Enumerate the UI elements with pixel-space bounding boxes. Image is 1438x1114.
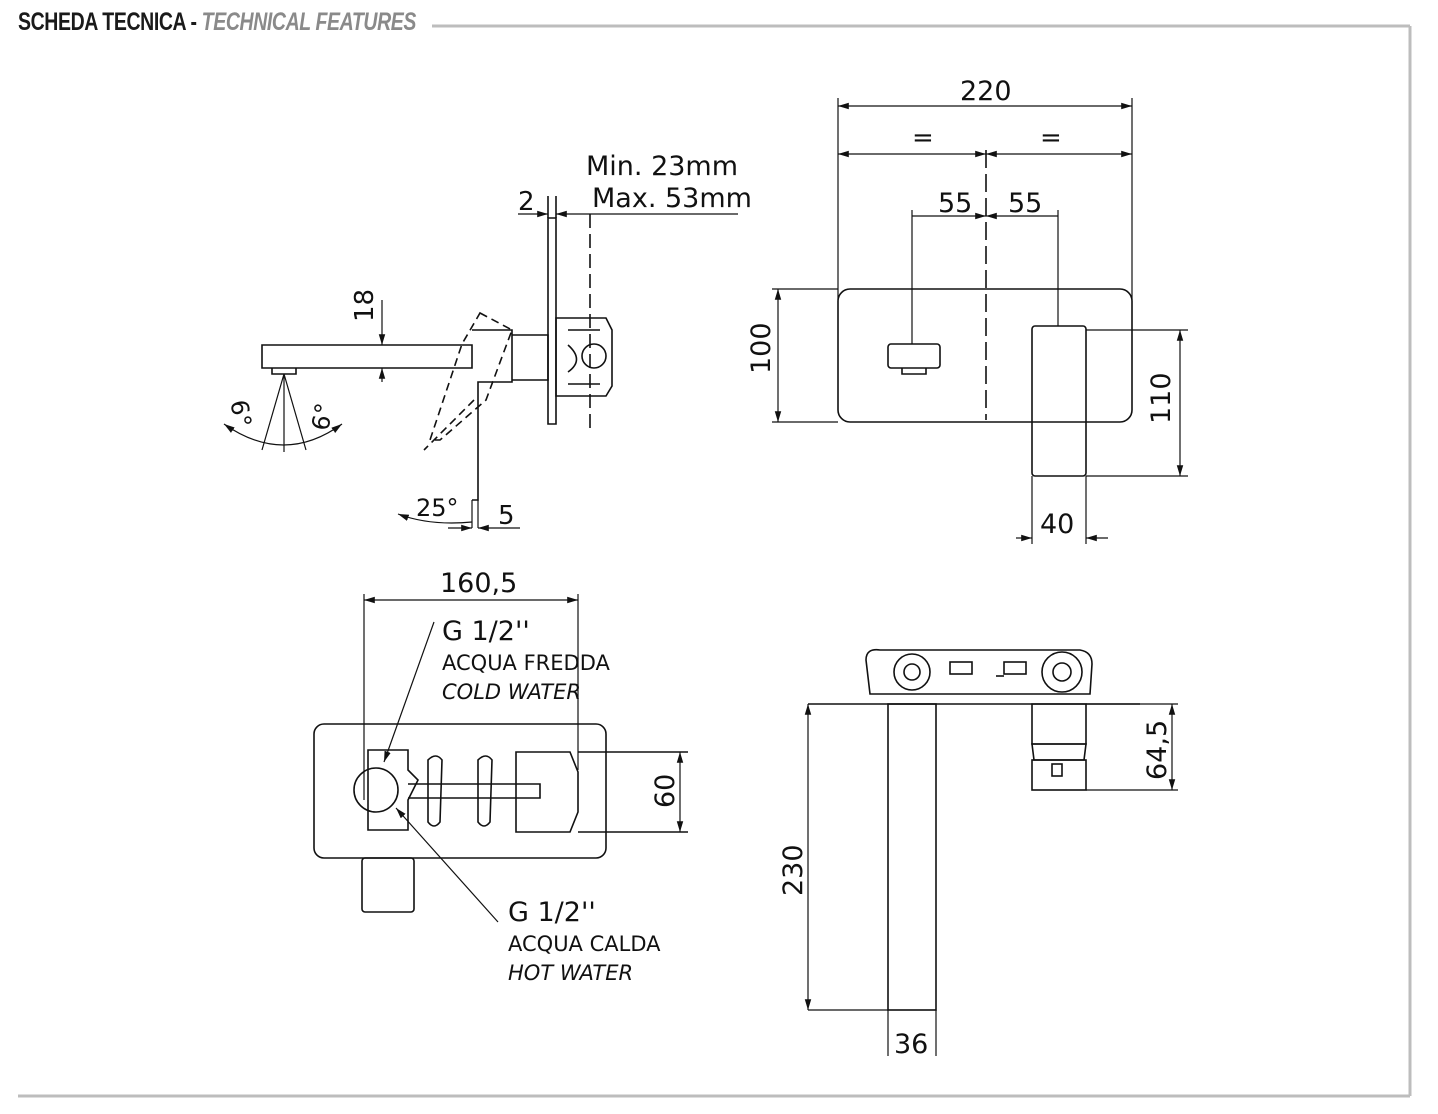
cartridge-knob — [581, 343, 607, 369]
lever-rotated — [428, 311, 513, 441]
hot-label-italian: ACQUA CALDA — [508, 932, 661, 956]
offset-right-label: 55 — [1008, 188, 1042, 219]
spout-height-label: 18 — [350, 289, 380, 322]
pipe — [408, 783, 541, 799]
top-view-dimensions — [363, 594, 684, 923]
side-view — [261, 196, 613, 501]
valve-body — [865, 648, 1093, 695]
wall-plate — [547, 217, 557, 425]
angle-right-label: 6° — [306, 401, 338, 433]
body-outline — [472, 329, 513, 501]
plate-thickness-label: 2 — [518, 187, 535, 217]
half-right-label: = — [1040, 123, 1062, 153]
cold-label-english: COLD WATER — [442, 680, 581, 704]
lever-top — [361, 857, 415, 913]
spout-side — [887, 703, 937, 1011]
lever-body — [1031, 703, 1087, 745]
page-border — [18, 24, 1412, 1098]
depth-label: 60 — [650, 774, 681, 808]
body-height-label: 64,5 — [1142, 720, 1173, 780]
spout-outline — [261, 344, 473, 369]
body-view — [808, 648, 1140, 1011]
header-separator: - — [185, 8, 202, 36]
hot-connector — [515, 751, 579, 833]
page-header: SCHEDA TECNICA - TECHNICAL FEATURES — [18, 8, 416, 37]
half-left-label: = — [912, 123, 934, 153]
lever-offset-label: 5 — [498, 501, 515, 531]
rosette — [512, 334, 549, 381]
body-view-dimensions — [804, 703, 1178, 1056]
lever-front — [1031, 325, 1087, 477]
cold-connector — [367, 749, 419, 831]
plate-height-label: 100 — [746, 322, 777, 374]
cartridge — [555, 317, 613, 397]
lever-handle — [1031, 759, 1087, 791]
lever-angle-label: 25° — [416, 494, 459, 522]
cold-label-italian: ACQUA FREDDA — [442, 651, 611, 675]
header-subtitle: TECHNICAL FEATURES — [201, 8, 417, 36]
hot-connection-label: G 1/2'' — [508, 897, 596, 928]
wall-range-max-label: Max. 53mm — [592, 183, 752, 214]
offset-left-label: 55 — [938, 188, 972, 219]
header-title: SCHEDA TECNICA — [18, 8, 186, 36]
spout-front — [887, 343, 941, 369]
cold-connection-label: G 1/2'' — [442, 616, 530, 647]
spout-width-label: 36 — [894, 1029, 928, 1060]
length-label: 160,5 — [440, 568, 517, 599]
lever-width-label: 40 — [1040, 509, 1074, 540]
wall-range-min-label: Min. 23mm — [586, 151, 738, 182]
total-width-label: 220 — [960, 76, 1012, 107]
body-housing — [313, 723, 607, 859]
wall-plate-front — [837, 288, 1133, 423]
side-view-dimensions — [223, 210, 738, 532]
hot-label-english: HOT WATER — [508, 961, 633, 985]
front-view — [837, 150, 1133, 477]
front-view-dimensions — [772, 98, 1188, 544]
angle-left-label: 6° — [224, 398, 256, 430]
lever-height-label: 110 — [1146, 372, 1177, 424]
top-view — [313, 723, 688, 913]
spout-projection-label: 230 — [778, 844, 809, 896]
aerator — [271, 368, 297, 375]
